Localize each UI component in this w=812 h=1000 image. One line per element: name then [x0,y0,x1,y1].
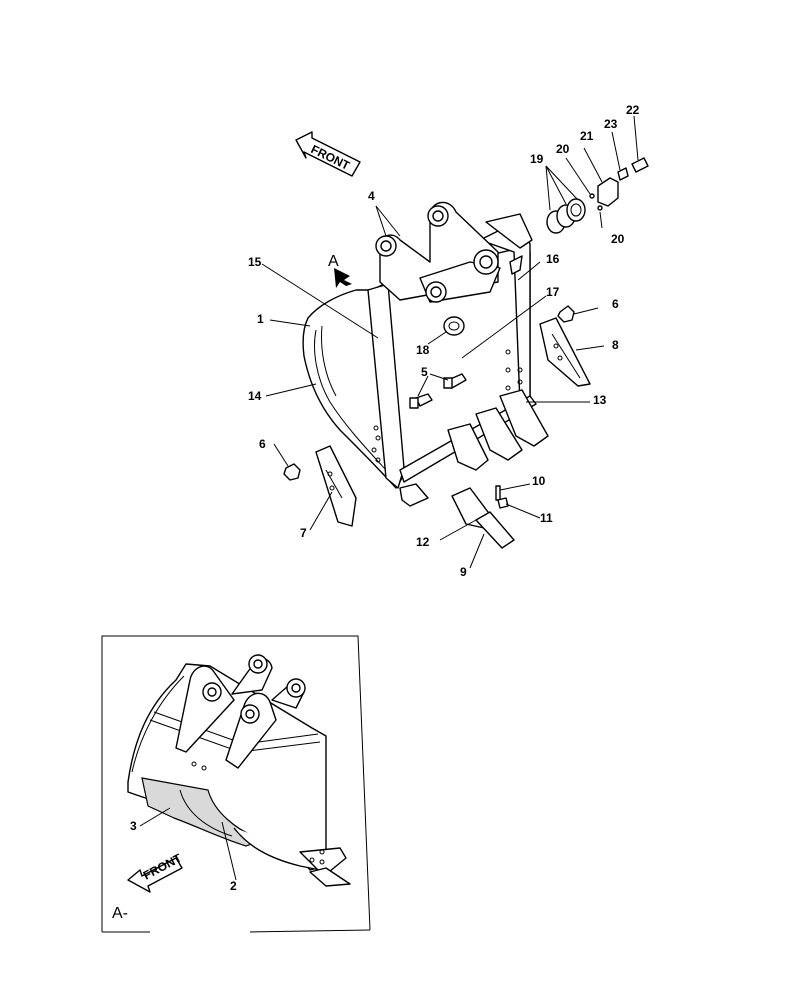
callout-10: 10 [532,474,546,488]
inset-frame [101,635,371,932]
inset-view-a: FRONT 3 2 A- [101,635,371,933]
callout-18: 18 [416,343,430,357]
callout-21: 21 [580,129,594,143]
callout-2: 2 [230,879,237,893]
shim-assembly [546,157,649,234]
view-marker-label: A [328,253,339,270]
callout-4: 4 [368,189,375,203]
callout-7: 7 [300,526,307,540]
callout-12: 12 [416,535,430,549]
callout-3: 3 [130,819,137,833]
bolts [409,373,467,409]
callout-19: 19 [530,152,544,166]
callout-9: 9 [460,565,467,579]
callout-5: 5 [421,365,428,379]
callout-11: 11 [540,511,553,525]
loose-tooth [451,485,515,549]
wear-plate-bottom [141,777,264,847]
bushing [443,316,465,336]
callout-6-left: 6 [259,437,266,451]
callout-6-right: 6 [612,297,619,311]
inset-caption: A- [112,905,128,922]
callout-8: 8 [612,338,619,352]
callout-20-top: 20 [556,142,570,156]
callout-22: 22 [626,103,640,117]
callout-14: 14 [248,389,262,403]
bucket-teeth [447,389,549,471]
side-cutter-right [539,317,591,387]
bucket-main [302,201,537,507]
callout-13: 13 [593,393,607,407]
callout-16: 16 [546,252,560,266]
leader-lines [261,115,639,569]
callout-17: 17 [546,285,560,299]
callout-labels: 1 4 5 6 6 7 8 9 10 11 12 13 14 15 16 17 … [248,103,640,579]
callout-20-bottom: 20 [611,232,625,246]
callout-1: 1 [257,312,264,326]
callout-15: 15 [248,255,262,269]
nuts [283,305,575,481]
side-cutter-left [315,445,357,527]
front-arrow-top: FRONT [295,131,361,177]
callout-23: 23 [604,117,618,131]
view-marker-a: A [328,253,352,288]
